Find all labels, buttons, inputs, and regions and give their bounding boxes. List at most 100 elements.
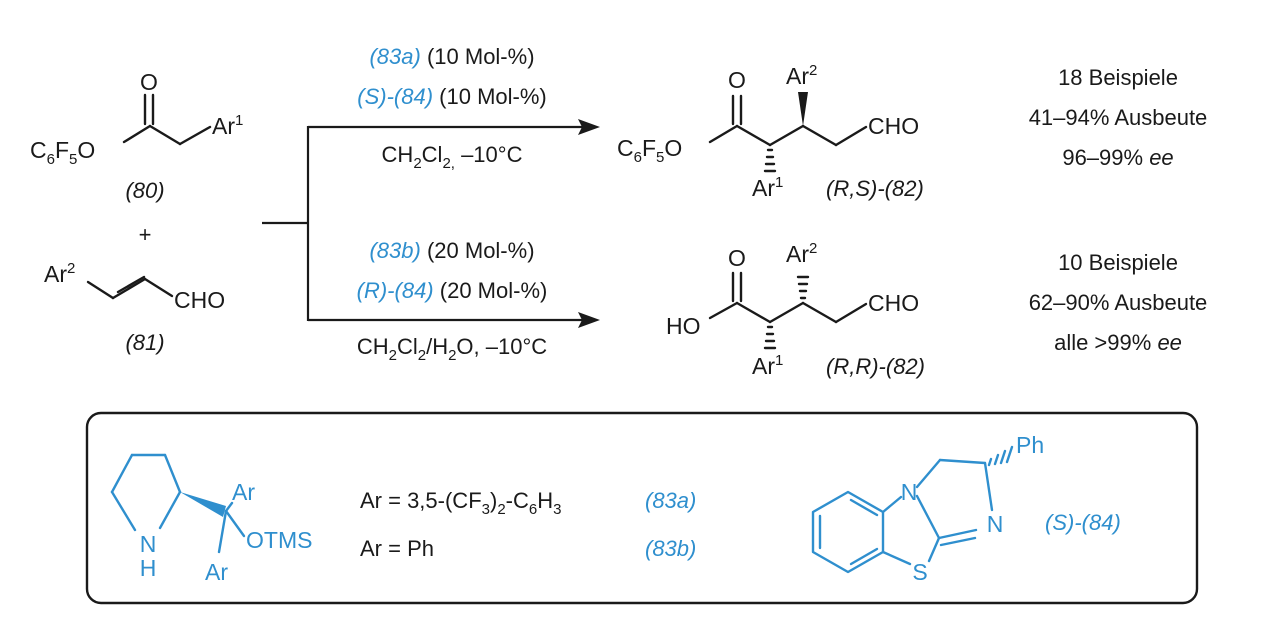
hashed-bond: [796, 275, 810, 300]
hash: [1005, 445, 1014, 464]
ar1-group: Ar1: [752, 352, 783, 379]
atom-n: N: [140, 531, 157, 557]
bond: [122, 124, 152, 144]
bond: [86, 280, 115, 300]
compound-label: (81): [125, 330, 164, 355]
solvent-line: CH2Cl2/H2O, –10°C: [357, 334, 547, 364]
bond: [163, 453, 182, 494]
bond: [224, 501, 234, 513]
ar-top-group: Ar: [232, 479, 255, 505]
bond: [881, 495, 903, 514]
compound-label: (80): [125, 178, 164, 203]
bond: [178, 125, 212, 146]
bond: [768, 301, 805, 324]
compound-label: (R,R)-(82): [826, 354, 925, 379]
plus-sign: +: [139, 222, 152, 247]
yield-range: 62–90% Ausbeute: [1029, 290, 1208, 315]
examples-count: 18 Beispiele: [1058, 65, 1178, 90]
label-83b: (83b): [645, 536, 696, 561]
hashed-bond: [763, 148, 777, 173]
results-bottom: 10 Beispiele 62–90% Ausbeute alle >99% e…: [1029, 250, 1208, 355]
hash: [999, 449, 1007, 465]
bond: [881, 550, 912, 566]
prolinol-catalyst-83: N H Ar OTMS Ar: [110, 453, 312, 585]
ar-definition-a: Ar = 3,5-(CF3)2-C6H3: [360, 488, 561, 518]
compound-label: (R,S)-(82): [826, 176, 924, 201]
branch-arrows: [262, 119, 600, 328]
results-top: 18 Beispiele 41–94% Ausbeute 96–99% ee: [1029, 65, 1208, 170]
bond: [801, 301, 838, 324]
ar1-group: Ar1: [752, 174, 783, 201]
bond: [927, 536, 941, 563]
catalyst-box: [85, 411, 1199, 605]
hashed-bond: [987, 445, 1014, 467]
reactant-ester-80: O C6F5O Ar1 (80): [30, 69, 243, 203]
ar2-group: Ar2: [44, 260, 75, 287]
ar2-group: Ar2: [786, 240, 817, 267]
examples-count: 10 Beispiele: [1058, 250, 1178, 275]
solvent-line: CH2Cl2, –10°C: [382, 142, 523, 172]
bond: [768, 124, 805, 147]
ar1-group: Ar1: [212, 112, 243, 139]
otms-group: OTMS: [246, 527, 312, 553]
bond: [110, 453, 134, 494]
atom-s: S: [912, 559, 927, 585]
hash: [987, 457, 993, 467]
atom-o: O: [728, 67, 746, 93]
bond: [849, 547, 879, 566]
arrowhead-top: [578, 119, 600, 135]
wedge-bond: [180, 492, 226, 517]
bond: [110, 490, 137, 532]
cho-group: CHO: [868, 113, 919, 139]
bond: [708, 124, 739, 144]
bond: [111, 277, 147, 300]
ar-definitions: Ar = 3,5-(CF3)2-C6H3 (83a) Ar = Ph (83b): [360, 488, 696, 561]
atom-h: H: [140, 555, 157, 581]
bond: [224, 509, 246, 538]
product-rs-82: O C6F5O Ar2 Ar1 CHO (R,S)-(82): [617, 62, 924, 201]
ee-range: 96–99% ee: [1062, 145, 1173, 170]
ar2-group: Ar2: [786, 62, 817, 89]
hash: [993, 453, 1000, 466]
atom-n: N: [987, 511, 1004, 537]
benzothiazole-catalyst-84: N N S Ph (S)-(84): [811, 432, 1121, 585]
ar-definition-b: Ar = Ph: [360, 536, 434, 561]
catalyst-line-2: (R)-(84) (20 Mol-%): [357, 278, 548, 303]
benzene-ring: [811, 490, 885, 574]
bond: [217, 509, 228, 554]
bond: [801, 124, 838, 147]
bond: [148, 124, 182, 146]
bond: [116, 275, 146, 294]
catalyst-line-1: (83b) (20 Mol-%): [369, 238, 534, 263]
cho-group: CHO: [174, 287, 225, 313]
arrowhead-bottom: [578, 312, 600, 328]
ee-range: alle >99% ee: [1054, 330, 1182, 355]
catalyst-line-2: (S)-(84) (10 Mol-%): [357, 84, 546, 109]
atom-o: O: [140, 69, 158, 95]
bond: [983, 461, 994, 512]
c6f5o-group: C6F5O: [617, 135, 682, 166]
hashed-bond: [763, 325, 777, 350]
bond: [834, 125, 868, 147]
bond: [915, 458, 942, 489]
bond: [158, 490, 182, 530]
wedge-bond: [798, 92, 808, 126]
label-s-84: (S)-(84): [1045, 510, 1121, 535]
atom-o: O: [728, 245, 746, 271]
yield-range: 41–94% Ausbeute: [1029, 105, 1208, 130]
bond: [834, 302, 868, 324]
phenyl-group: Ph: [1016, 432, 1044, 458]
ho-group: HO: [666, 313, 701, 339]
catalyst-line-1: (83a) (10 Mol-%): [369, 44, 534, 69]
reactant-aldehyde-81: Ar2 CHO (81): [44, 260, 225, 355]
bond: [849, 498, 879, 517]
ar-bottom-group: Ar: [205, 559, 228, 585]
bond: [937, 528, 978, 540]
bond: [735, 301, 772, 324]
conditions-bottom: (83b) (20 Mol-%) (R)-(84) (20 Mol-%) CH2…: [357, 238, 548, 364]
conditions-top: (83a) (10 Mol-%) (S)-(84) (10 Mol-%) CH2…: [357, 44, 546, 172]
product-rr-82: O HO Ar2 Ar1 CHO (R,R)-(82): [666, 240, 925, 379]
cho-group: CHO: [868, 290, 919, 316]
bond: [708, 301, 739, 320]
